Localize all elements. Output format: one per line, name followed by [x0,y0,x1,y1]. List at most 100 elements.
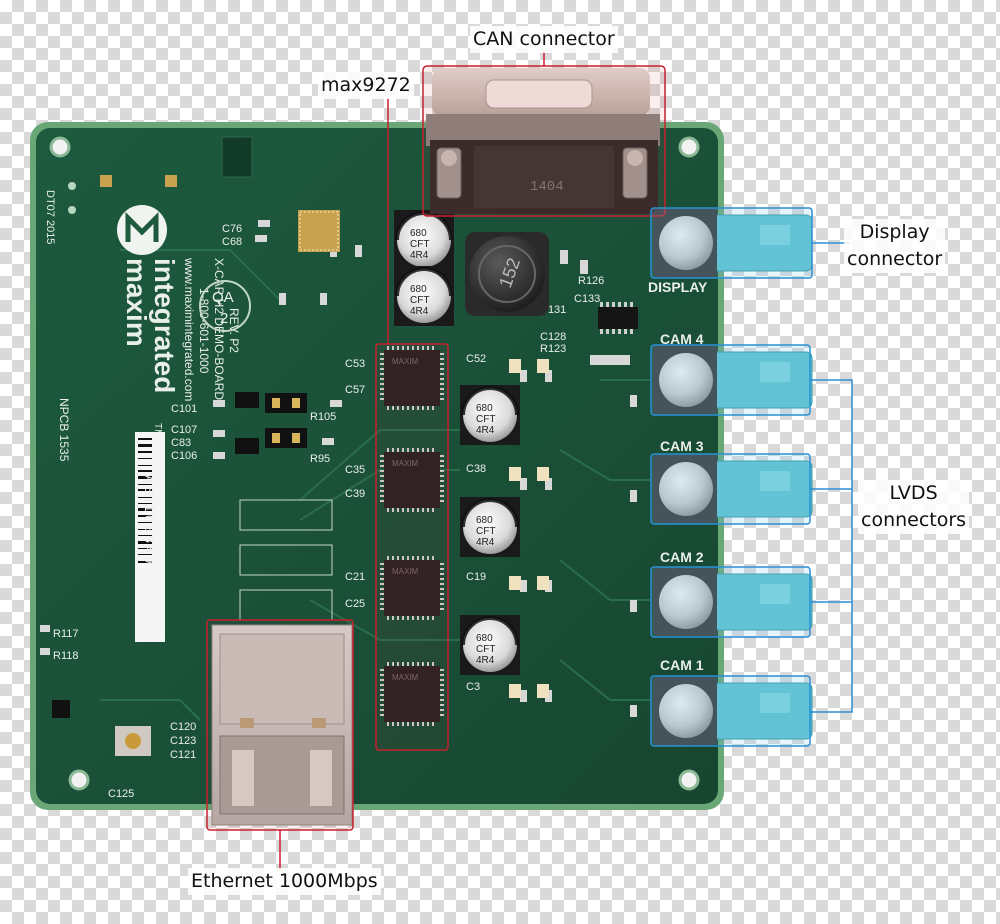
max9272-chip: MAXIM [380,448,444,512]
svg-text:C25: C25 [345,598,365,610]
coax-connector [653,568,813,636]
capacitor-marking: 4R4 [476,425,495,436]
ethernet-highlight [206,619,354,831]
maxim-logo [117,205,167,255]
svg-text:C121: C121 [170,749,196,761]
cam4-port-label: CAM 4 [660,331,704,347]
capacitor-marking: 4R4 [410,306,429,317]
capacitor-marking: CFT [476,526,495,537]
red-highlights [206,65,666,831]
date-code-text: DT07 2015 [44,190,56,244]
svg-text:C19: C19 [466,571,486,583]
qa-number: 2 [220,310,228,327]
brand-tm: TM [152,423,163,437]
red-callout-lines [279,52,545,870]
jumper-headers [235,392,307,454]
max9272-chips: MAXIM MAXIM MAXIM MAXIM [380,346,444,726]
svg-text:C3: C3 [466,681,480,693]
cam4-highlight [650,344,811,416]
svg-text:R105: R105 [310,411,336,423]
lvds-label-line1: LVDS [889,482,938,504]
capacitor-marking: 680 [410,284,427,295]
capacitor-marking: 4R4 [476,537,495,548]
qa-text: QA [212,289,234,306]
svg-text:C123: C123 [170,735,196,747]
lvds-label-line2: connectors [861,509,967,531]
can-connector: 1404 [426,68,660,214]
capacitor-marking: 680 [410,228,427,239]
capacitor-marking: 4R4 [410,250,429,261]
svg-text:C83: C83 [171,437,191,449]
svg-text:R117: R117 [53,628,78,640]
serial-text: ASI108849 [142,475,157,566]
display-connector-label: Display connector [844,219,946,273]
ethernet-connector [211,624,353,826]
svg-text:R126: R126 [578,275,604,287]
capacitor-marking: CFT [410,295,429,306]
svg-text:R118: R118 [53,650,78,662]
svg-text:C68: C68 [222,236,242,248]
display-label-line1: Display [859,221,930,243]
chip-brand-text: MAXIM [392,567,419,576]
capacitor-marking: 4R4 [476,655,495,666]
display-label-line2: connector [847,248,943,270]
capacitor-marking: CFT [476,414,495,425]
electrolytic-capacitors: 680CFT4R4680CFT4R4680CFT4R4680CFT4R4680C… [394,210,520,675]
chip-brand-text: MAXIM [392,357,419,366]
capacitor-marking: 680 [476,633,493,644]
website-text: www.maximintegrated.com [182,257,196,401]
svg-text:C39: C39 [345,488,365,500]
barcode-label: ASI108849 [135,432,165,642]
inductor: 152 [465,232,549,316]
phone-text: 1-800-601-1000 [197,288,211,374]
svg-text:C35: C35 [345,464,365,476]
max9272-label: max9272 [318,72,414,99]
chip-brand-text: MAXIM [392,673,419,682]
cam3-port-label: CAM 3 [660,438,704,454]
coax-connector [653,455,813,523]
cam3-highlight [650,453,811,525]
svg-text:C106: C106 [171,450,197,462]
npcb-text: NPCB 1535 [57,398,71,462]
svg-text:C38: C38 [466,463,486,475]
capacitor-marking: CFT [410,239,429,250]
coax-connector [653,677,813,745]
coax-connectors [653,209,813,745]
cam2-highlight [650,566,811,638]
svg-text:C101: C101 [171,403,197,415]
lvds-connectors-label: LVDS connectors [858,480,970,534]
svg-text:C107: C107 [171,424,197,436]
cam1-highlight [650,675,811,747]
display-port-label: DISPLAY [648,279,708,295]
svg-text:C128: C128 [540,331,566,343]
brand-line1: maxim [121,258,152,347]
coax-connector [653,209,813,277]
u17-chip [598,302,638,334]
svg-text:C53: C53 [345,358,365,370]
max9272-chip: MAXIM [380,662,444,726]
capacitor-marking: 680 [476,403,493,414]
can-highlight [422,65,666,217]
can-stamp: 1404 [530,179,564,195]
max9272-chip: MAXIM [380,556,444,620]
blue-callout-lines [810,242,853,713]
svg-text:R123: R123 [540,343,566,355]
max9272-highlight [375,343,449,751]
brand-line2: integrated [149,258,180,393]
qa-stamp: QA 2 [199,280,251,332]
revision-text: REV. P2 [227,308,241,353]
svg-text:C125: C125 [108,788,134,800]
svg-text:C52: C52 [466,353,486,365]
port-labels: DISPLAY CAM 4 CAM 3 CAM 2 CAM 1 [648,279,708,673]
coax-connector [653,346,813,414]
cam1-port-label: CAM 1 [660,657,704,673]
top-left-chip [221,136,340,252]
capacitor-marking: 680 [476,515,493,526]
